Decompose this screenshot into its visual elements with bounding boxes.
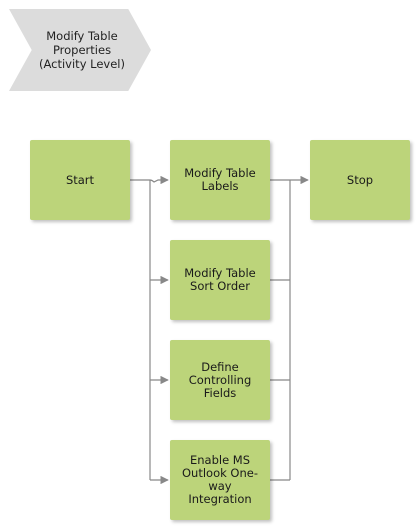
- node-define-controlling-fields-label: Define Controlling Fields: [188, 359, 252, 400]
- connector-start-labels: [130, 175, 169, 185]
- node-enable-ms-outlook-integration-label: Enable MS Outlook One- way Integration: [182, 453, 258, 506]
- node-modify-table-sort-order[interactable]: Modify Table Sort Order: [170, 240, 270, 320]
- node-modify-table-labels[interactable]: Modify Table Labels: [170, 140, 270, 220]
- activity-header-chevron: Modify Table Properties (Activity Level): [9, 9, 151, 91]
- node-start-label: Start: [65, 172, 95, 187]
- node-stop[interactable]: Stop: [310, 140, 410, 220]
- activity-title: Modify Table Properties (Activity Level): [39, 29, 125, 71]
- node-modify-table-sort-order-label: Modify Table Sort Order: [184, 266, 256, 293]
- node-modify-table-labels-label: Modify Table Labels: [184, 166, 256, 193]
- node-start[interactable]: Start: [30, 140, 130, 220]
- node-enable-ms-outlook-integration[interactable]: Enable MS Outlook One- way Integration: [170, 440, 270, 520]
- node-stop-label: Stop: [346, 172, 374, 187]
- node-define-controlling-fields[interactable]: Define Controlling Fields: [170, 340, 270, 420]
